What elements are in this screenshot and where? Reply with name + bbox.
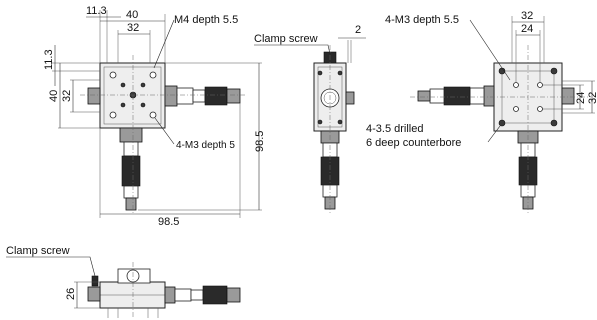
dim-32-right-side: 32 <box>587 92 597 104</box>
side-view-hole <box>337 70 343 76</box>
front-view-left-knob <box>87 286 101 302</box>
bottom-view-counterbore <box>550 67 558 75</box>
leader-m4 <box>153 19 175 69</box>
top-view-x-scale <box>192 89 206 103</box>
side-view: 2 Clamp screw <box>254 24 366 215</box>
bottom-view-y-thimble <box>518 156 538 186</box>
top-view-x-thimble <box>204 86 228 106</box>
dim-32-left: 32 <box>61 90 73 102</box>
bottom-view-x-collar <box>483 85 495 107</box>
bottom-view-hole <box>513 106 519 112</box>
leader-m3-depth55 <box>469 19 511 81</box>
side-view-hole <box>317 119 323 125</box>
dim-98-5-vertical: 98.5 <box>254 131 266 152</box>
top-view-hole <box>109 111 117 119</box>
top-view-y-thimble <box>121 155 141 187</box>
bottom-view-x-scale <box>429 88 445 104</box>
front-view-thimble <box>202 285 228 305</box>
leader-m3 <box>154 117 175 145</box>
bottom-view-hole <box>537 82 543 88</box>
front-view-scale <box>190 289 204 301</box>
top-view-hole <box>109 71 117 79</box>
front-view: 26 Clamp screw <box>6 245 241 318</box>
label-m4-depth: M4 depth 5.5 <box>174 14 238 26</box>
dim-24-right-top: 24 <box>521 23 533 35</box>
label-m3-depth55: 4-M3 depth 5.5 <box>385 14 459 26</box>
dim-2-side: 2 <box>355 24 361 36</box>
bottom-view-hole <box>513 82 519 88</box>
bottom-view-x-sleeve <box>469 87 485 105</box>
dim-26-bottom: 26 <box>65 288 77 300</box>
bottom-view-hole <box>537 106 543 112</box>
top-view-hole <box>120 82 126 88</box>
top-view-x-ratchet <box>226 88 241 104</box>
side-view-knob <box>345 91 355 105</box>
leader-clamp-screw-side <box>254 44 331 55</box>
top-view-hole <box>120 102 126 108</box>
top-view-stage-inner <box>103 66 162 125</box>
dim-24-right-side: 24 <box>575 92 587 104</box>
leader-clamp-screw-bottom <box>6 256 96 277</box>
top-view-y-scale <box>123 185 139 199</box>
side-view-hole <box>337 119 343 125</box>
top-view-hole <box>149 111 157 119</box>
label-clamp-screw-bottom: Clamp screw <box>6 245 70 257</box>
bottom-view-counterbore <box>550 119 558 127</box>
label-drilled-line1: 4-3.5 drilled <box>366 123 423 135</box>
top-view: 11.3 40 32 11.3 40 32 98.5 98.5 M4 depth… <box>43 5 266 228</box>
top-view-y-collar <box>119 127 143 143</box>
bottom-view-x-ratchet <box>417 90 431 102</box>
side-view-hole <box>317 70 323 76</box>
dim-40-top: 40 <box>126 9 138 21</box>
front-view-ratchet <box>226 287 241 303</box>
top-view-x-sleeve <box>176 87 194 105</box>
top-view-x-collar <box>164 85 178 107</box>
leader-drilled <box>487 125 501 143</box>
label-clamp-screw-side: Clamp screw <box>254 33 318 45</box>
dim-11-3-left: 11.3 <box>43 49 55 70</box>
bottom-view: 32 24 24 32 4-M3 depth 5.5 4-3.5 drilled… <box>366 10 597 215</box>
top-view-y-ratchet <box>125 197 137 211</box>
top-view-left-knob <box>87 87 101 105</box>
top-view-hole <box>149 71 157 79</box>
front-view-collar <box>164 286 176 304</box>
top-view-hole <box>140 82 146 88</box>
top-view-y-sleeve <box>123 141 139 157</box>
dim-11-3-top: 11.3 <box>86 5 107 17</box>
label-m3-depth5: 4-M3 depth 5 <box>176 140 235 151</box>
dim-32-right-top: 32 <box>521 10 533 22</box>
bottom-view-x-thimble <box>443 86 471 106</box>
label-drilled-line2: 6 deep counterbore <box>366 137 461 149</box>
front-view-sleeve <box>174 288 192 302</box>
side-view-thimble <box>320 156 340 186</box>
dim-40-left: 40 <box>48 90 60 102</box>
bottom-view-right-knob <box>561 87 575 105</box>
dim-32-top: 32 <box>127 22 139 34</box>
top-view-hole <box>140 102 146 108</box>
front-view-clamp-screw <box>91 275 99 287</box>
bottom-view-counterbore <box>498 119 506 127</box>
dim-98-5-horizontal: 98.5 <box>158 216 179 228</box>
